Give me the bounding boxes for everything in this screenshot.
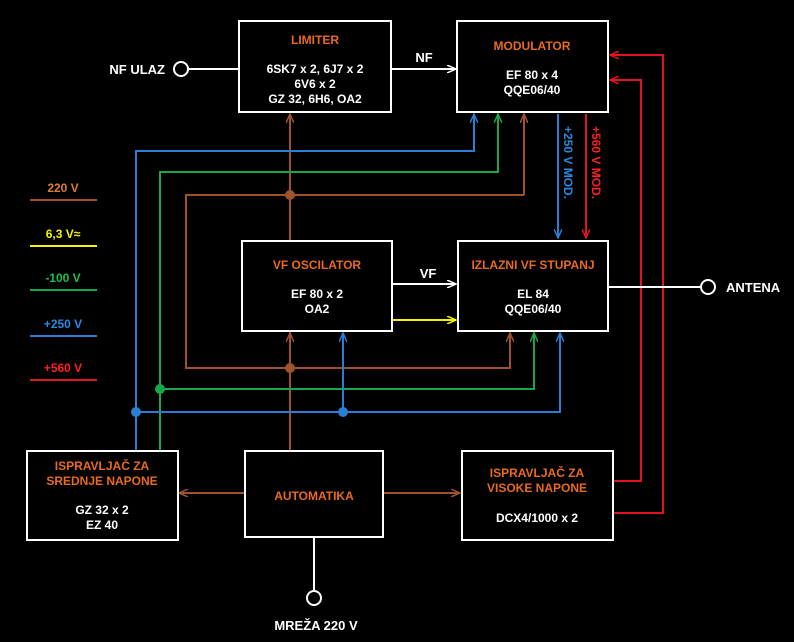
ispravljac-visoke-block: ISPRAVLJAČ ZA VISOKE NAPONE DCX4/1000 x … [461,450,614,541]
ispravljac-srednje-line: GZ 32 x 2 [75,503,129,517]
nf-ulaz-label: NF ULAZ [109,62,165,77]
limiter-line: 6V6 x 2 [294,77,336,91]
legend-item-6v3: 6,3 V≈ [30,227,97,247]
legend: 220 V 6,3 V≈ -100 V +250 V +560 V [30,181,97,381]
nf-signal-label: NF [415,50,432,65]
ispravljac-srednje-line: EZ 40 [86,518,118,532]
vf-signal-label: VF [420,266,437,281]
legend-label: 6,3 V≈ [46,227,81,241]
vf-oscilator-block: VF OSCILATOR EF 80 x 2 OA2 [241,240,393,332]
modulator-line: QQE06/40 [504,83,561,97]
vf-oscilator-line: OA2 [305,302,330,316]
automatika-title: AUTOMATIKA [274,489,354,503]
ispravljac-srednje-block: ISPRAVLJAČ ZA SREDNJE NAPONE GZ 32 x 2 E… [26,450,179,541]
izlazni-vf-stupanj-block: IZLAZNI VF STUPANJ EL 84 QQE06/40 [457,240,609,332]
automatika-block: AUTOMATIKA [244,450,384,538]
legend-label: +560 V [44,361,82,375]
legend-label: 220 V [47,181,78,195]
wires-plus-560v [586,55,664,514]
legend-item-plus-250v: +250 V [30,317,97,337]
nf-input-terminal [173,61,189,77]
modulator-block: MODULATOR EF 80 x 4 QQE06/40 [456,20,609,113]
mreza-label: MREŽA 220 V [274,618,358,633]
ispravljac-visoke-title: ISPRAVLJAČ ZA [490,465,585,480]
ispravljac-srednje-title: ISPRAVLJAČ ZA [55,458,150,473]
izlazni-line: EL 84 [517,287,549,301]
vf-oscilator-title: VF OSCILATOR [273,258,362,272]
legend-label: -100 V [45,271,80,285]
ispravljac-srednje-title: SREDNJE NAPONE [46,474,157,488]
limiter-line: GZ 32, 6H6, OA2 [268,92,362,106]
mod-250-label: +250 V MOD. [561,126,575,199]
limiter-block: LIMITER 6SK7 x 2, 6J7 x 2 6V6 x 2 GZ 32,… [238,20,392,113]
legend-label: +250 V [44,317,82,331]
wires-plus-250v [131,114,560,450]
mod-560-label: +560 V MOD. [589,126,603,199]
mains-terminal [306,590,322,606]
vf-oscilator-line: EF 80 x 2 [291,287,343,301]
antena-label: ANTENA [726,280,781,295]
legend-item-220v: 220 V [30,181,97,201]
legend-item-plus-560v: +560 V [30,361,97,381]
legend-item-minus-100v: -100 V [30,271,97,291]
antenna-terminal [700,279,716,295]
ispravljac-visoke-line: DCX4/1000 x 2 [496,511,578,525]
modulator-title: MODULATOR [494,39,571,53]
wires-minus-100v [155,114,534,450]
izlazni-line: QQE06/40 [505,302,562,316]
izlazni-title: IZLAZNI VF STUPANJ [471,258,594,272]
limiter-line: 6SK7 x 2, 6J7 x 2 [267,62,364,76]
ispravljac-visoke-title: VISOKE NAPONE [487,481,587,495]
limiter-title: LIMITER [291,33,339,47]
modulator-line: EF 80 x 4 [506,68,558,82]
